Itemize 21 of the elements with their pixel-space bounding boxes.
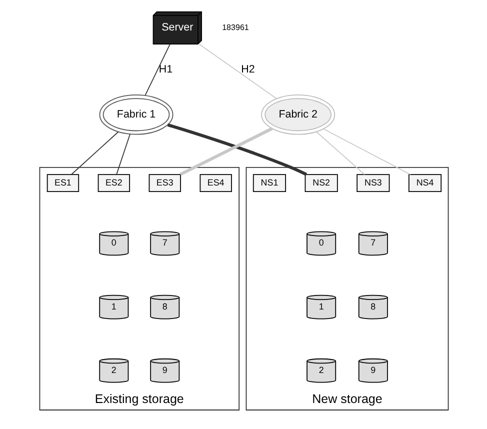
connector [116, 134, 130, 175]
connector [316, 132, 364, 175]
node-ellipse: Fabric 2 [260, 94, 335, 135]
connector [322, 128, 410, 175]
connector [144, 44, 170, 96]
node-ellipse: Fabric 1 [98, 94, 173, 135]
connector [70, 132, 118, 175]
label: 183961 [222, 22, 248, 32]
edge-label: H1 [158, 63, 172, 76]
connector [179, 127, 272, 176]
node-box: ES2 [97, 174, 130, 192]
node-box: NS1 [252, 174, 286, 192]
node-box: NS2 [304, 174, 338, 192]
node-box: NS4 [408, 174, 442, 192]
edge-label: H2 [240, 63, 254, 76]
node-box: NS3 [356, 174, 390, 192]
connector [166, 123, 307, 176]
node-box: ES1 [46, 174, 79, 192]
node-box: ES4 [199, 174, 232, 192]
connector [198, 44, 276, 99]
node-box: ES3 [148, 174, 180, 192]
